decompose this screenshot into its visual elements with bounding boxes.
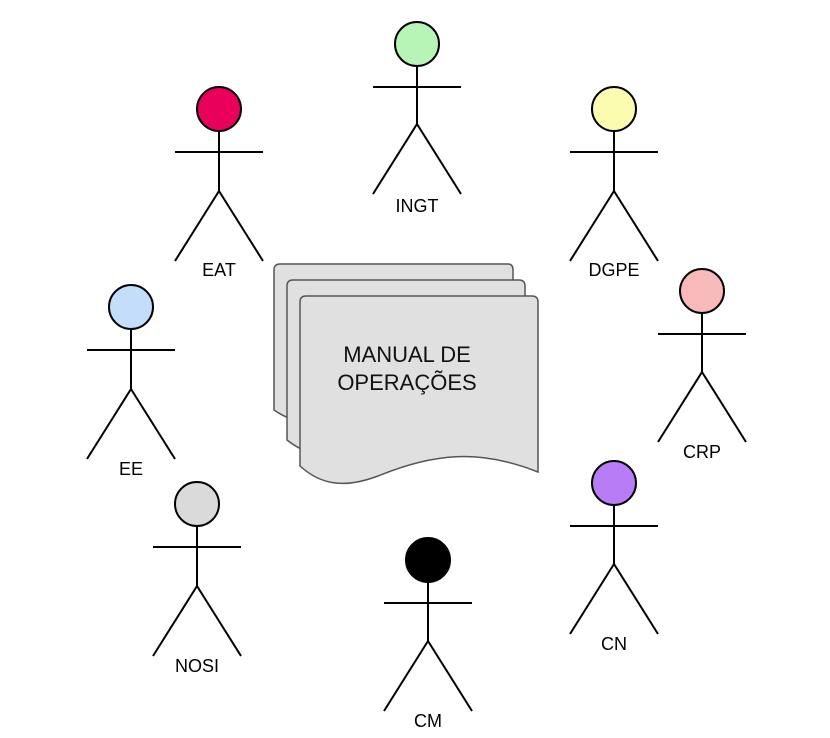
actor-leg-left-ingt	[372, 123, 418, 195]
actor-label-cn: CN	[601, 634, 627, 654]
actor-leg-left-eat	[174, 190, 220, 262]
actor-leg-right-dgpe	[613, 190, 659, 262]
actor-label-cm: CM	[414, 711, 442, 731]
actor-leg-right-crp	[701, 371, 747, 443]
actor-head-cm	[405, 537, 451, 583]
actor-label-ee: EE	[119, 459, 143, 479]
actor-eat: EAT	[174, 86, 264, 280]
actor-label-dgpe: DGPE	[588, 260, 639, 280]
actor-leg-left-ee	[86, 388, 132, 460]
actor-head-dgpe	[591, 86, 637, 132]
actor-leg-left-crp	[657, 371, 703, 443]
actor-head-ee	[108, 284, 154, 330]
actor-leg-right-cm	[427, 640, 473, 712]
actor-leg-left-cn	[569, 563, 615, 635]
actor-crp: CRP	[657, 268, 747, 462]
actor-leg-right-cn	[613, 563, 659, 635]
actor-leg-right-ee	[130, 388, 176, 460]
actor-label-ingt: INGT	[396, 196, 439, 216]
actor-cn: CN	[569, 460, 659, 654]
actor-head-crp	[679, 268, 725, 314]
actor-cm: CM	[383, 537, 473, 731]
actor-head-cn	[591, 460, 637, 506]
actor-leg-right-eat	[218, 190, 264, 262]
actor-label-eat: EAT	[202, 260, 236, 280]
actor-leg-left-dgpe	[569, 190, 615, 262]
actor-leg-right-nosi	[196, 585, 242, 657]
actor-label-nosi: NOSI	[175, 656, 219, 676]
actor-dgpe: DGPE	[569, 86, 659, 280]
actor-nosi: NOSI	[152, 481, 242, 676]
actor-leg-left-cm	[383, 640, 429, 712]
actor-ingt: INGT	[372, 21, 462, 216]
actor-head-ingt	[394, 21, 440, 67]
actor-leg-right-ingt	[416, 123, 462, 195]
actor-leg-left-nosi	[152, 585, 198, 657]
document-title-line-1: MANUAL DE	[343, 342, 471, 367]
actor-head-nosi	[174, 481, 220, 527]
actor-label-crp: CRP	[683, 442, 721, 462]
document-title-line-2: OPERAÇÕES	[337, 370, 476, 395]
document-sheet-front	[299, 295, 539, 485]
actor-ee: EE	[86, 284, 176, 479]
actor-head-eat	[196, 86, 242, 132]
manual-document-stack: MANUAL DE OPERAÇÕES	[273, 263, 539, 485]
